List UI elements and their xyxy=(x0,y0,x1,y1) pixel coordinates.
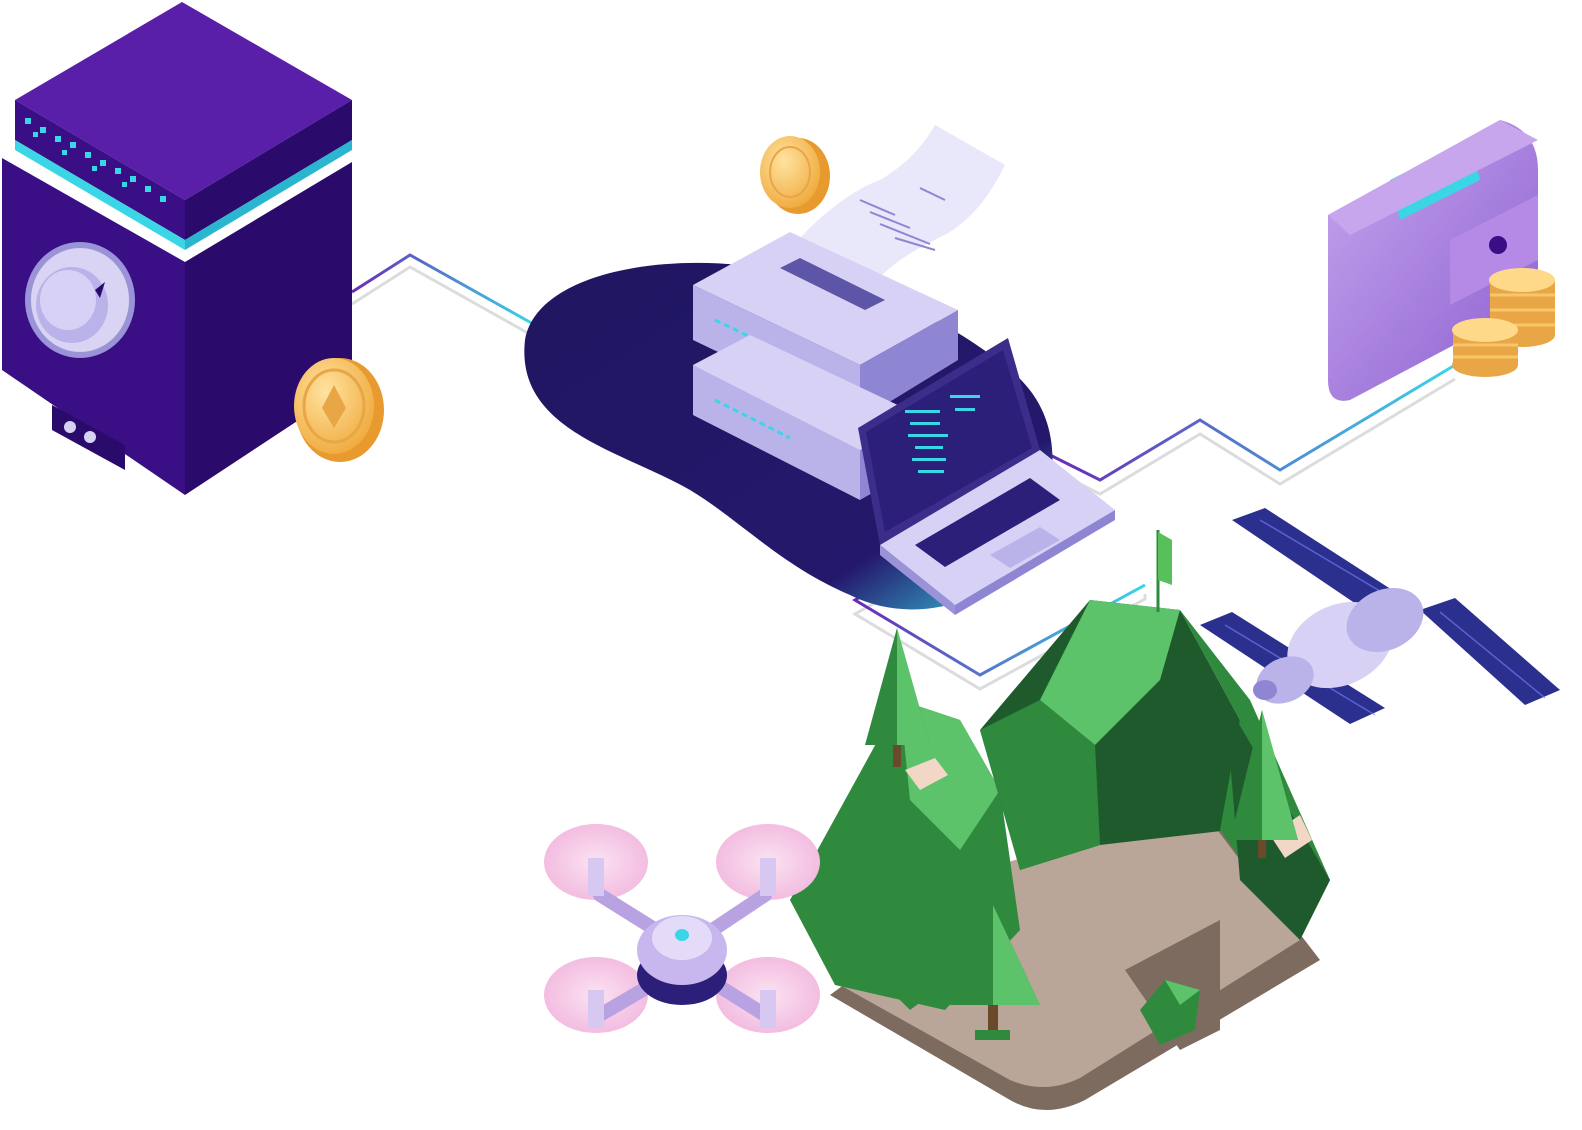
laptop-icon xyxy=(858,338,1115,615)
coin-icon xyxy=(760,136,830,214)
tree-icon xyxy=(865,628,1298,1040)
safe-icon xyxy=(2,2,352,495)
coin-icon xyxy=(1452,268,1555,377)
coin-icon xyxy=(294,358,384,462)
wallet-icon xyxy=(1328,120,1538,401)
drone-icon xyxy=(544,824,820,1033)
satellite-icon xyxy=(1200,508,1560,724)
